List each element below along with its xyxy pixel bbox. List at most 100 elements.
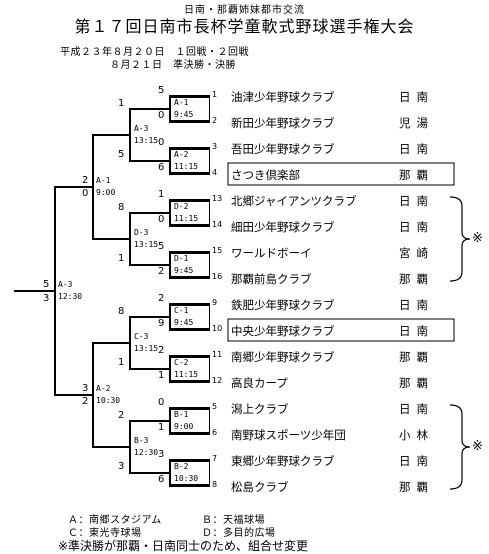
match-time: 9:00 xyxy=(96,188,116,197)
score-top: 2 xyxy=(118,410,125,421)
team-4-box xyxy=(227,162,455,186)
legend-d: Ｄ：多目的広場 xyxy=(202,528,276,539)
legend-a: Ａ：南郷スタジアム xyxy=(68,515,162,526)
score-bottom: 3 xyxy=(118,461,125,472)
team-number: 9 xyxy=(212,298,218,307)
team-name: 北郷ジャイアンツクラブ xyxy=(231,194,357,208)
score-top: 2 xyxy=(158,345,165,356)
score-bottom: 2 xyxy=(82,396,89,407)
score-bottom: 3 xyxy=(43,293,50,304)
team-number: 3 xyxy=(212,142,218,151)
team-name: 那覇前島クラブ xyxy=(231,272,312,286)
date-line-1: 平成２３年８月２０日 １回戦・２回戦 xyxy=(60,47,249,58)
match-code: A-1 xyxy=(174,98,189,107)
note-mark-upper: ※ xyxy=(472,231,483,246)
score-top: 0 xyxy=(158,397,165,408)
team-region: 日南 xyxy=(399,194,434,208)
team-number: 5 xyxy=(212,402,218,411)
match-code: D-2 xyxy=(174,202,189,211)
team-region: 日南 xyxy=(399,324,434,338)
score-top: 0 xyxy=(158,137,165,148)
team-name: 吾田少年野球クラブ xyxy=(231,142,335,156)
score-bottom: 0 xyxy=(158,110,165,121)
score-bottom: 6 xyxy=(158,162,165,173)
team-name: ワールドボーイ xyxy=(231,246,312,260)
team-number: 6 xyxy=(212,428,218,437)
team-region: 那覇 xyxy=(399,272,434,286)
team-name: 細田少年野球クラブ xyxy=(231,220,335,234)
match-code: A-3 xyxy=(58,280,73,289)
match-time: 10:30 xyxy=(174,474,199,483)
match-time: 12:30 xyxy=(134,448,159,457)
score-bottom: 6 xyxy=(158,474,165,485)
team-number: 12 xyxy=(212,376,223,385)
match-code: C-1 xyxy=(174,306,189,315)
team-region: 那覇 xyxy=(399,168,434,182)
score-bottom: 0 xyxy=(158,214,165,225)
match-code: A-2 xyxy=(96,384,111,393)
match-time: 13:15 xyxy=(134,136,159,145)
match-code: B-3 xyxy=(134,436,149,445)
team-number: 11 xyxy=(212,350,223,359)
match-time: 11:15 xyxy=(174,370,199,379)
score-bottom: 2 xyxy=(158,266,165,277)
match-box xyxy=(170,97,210,121)
score-bottom: 1 xyxy=(158,370,165,381)
team-name: 南郷少年野球クラブ xyxy=(231,350,335,364)
team-region: 日南 xyxy=(399,402,434,416)
match-code: B-2 xyxy=(174,462,189,471)
group-brace-lower xyxy=(449,404,471,490)
match-box xyxy=(170,461,210,485)
match-code: A-1 xyxy=(96,176,111,185)
match-time: 11:15 xyxy=(174,214,199,223)
score-top: 2 xyxy=(158,293,165,304)
team-region: 児湯 xyxy=(399,116,434,130)
team-number: 16 xyxy=(212,272,223,281)
score-top: 8 xyxy=(118,306,125,317)
team-number: 13 xyxy=(212,194,223,203)
team-number: 8 xyxy=(212,480,218,489)
team-region: 那覇 xyxy=(399,376,434,390)
score-bottom: 9 xyxy=(158,318,165,329)
score-top: 2 xyxy=(82,175,89,186)
team-10-box xyxy=(227,318,455,342)
team-name: 潟上クラブ xyxy=(231,402,289,416)
team-name: 新田少年野球クラブ xyxy=(231,116,335,130)
team-name: さつき倶楽部 xyxy=(231,168,300,182)
team-number: 15 xyxy=(212,246,223,255)
team-region: 日南 xyxy=(399,90,434,104)
score-top: 8 xyxy=(118,202,125,213)
match-box xyxy=(170,357,210,381)
team-region: 日南 xyxy=(399,220,434,234)
match-code: B-1 xyxy=(174,410,189,419)
team-name: 鉄肥少年野球クラブ xyxy=(231,298,335,312)
date-line-2: ８月２１日 準決勝・決勝 xyxy=(110,60,236,71)
score-bottom: 1 xyxy=(118,253,125,264)
score-bottom: 1 xyxy=(118,357,125,368)
team-name: 東郷少年野球クラブ xyxy=(231,454,335,468)
team-number: 7 xyxy=(212,454,218,463)
team-region: 日南 xyxy=(399,142,434,156)
match-time: 9:45 xyxy=(174,318,194,327)
team-region: 日南 xyxy=(399,454,434,468)
group-brace-upper xyxy=(449,196,471,282)
score-top: 3 xyxy=(158,449,165,460)
match-time: 12:30 xyxy=(58,292,83,301)
team-region: 宮崎 xyxy=(399,246,434,260)
team-number: 4 xyxy=(212,168,218,177)
match-box xyxy=(170,201,210,225)
team-region: 那覇 xyxy=(399,480,434,494)
team-number: 10 xyxy=(212,324,223,333)
match-time: 11:15 xyxy=(174,162,199,171)
score-bottom: 0 xyxy=(82,188,89,199)
team-number: 2 xyxy=(212,116,218,125)
score-top: 5 xyxy=(43,279,50,290)
legend-b: Ｂ：天福球場 xyxy=(202,515,265,526)
match-code: A-3 xyxy=(134,124,149,133)
match-code: A-2 xyxy=(174,150,189,159)
match-box xyxy=(170,305,210,329)
match-box xyxy=(170,149,210,173)
team-name: 南野球スポーツ少年団 xyxy=(231,428,346,442)
score-top: 1 xyxy=(158,189,165,200)
match-box xyxy=(170,409,210,433)
